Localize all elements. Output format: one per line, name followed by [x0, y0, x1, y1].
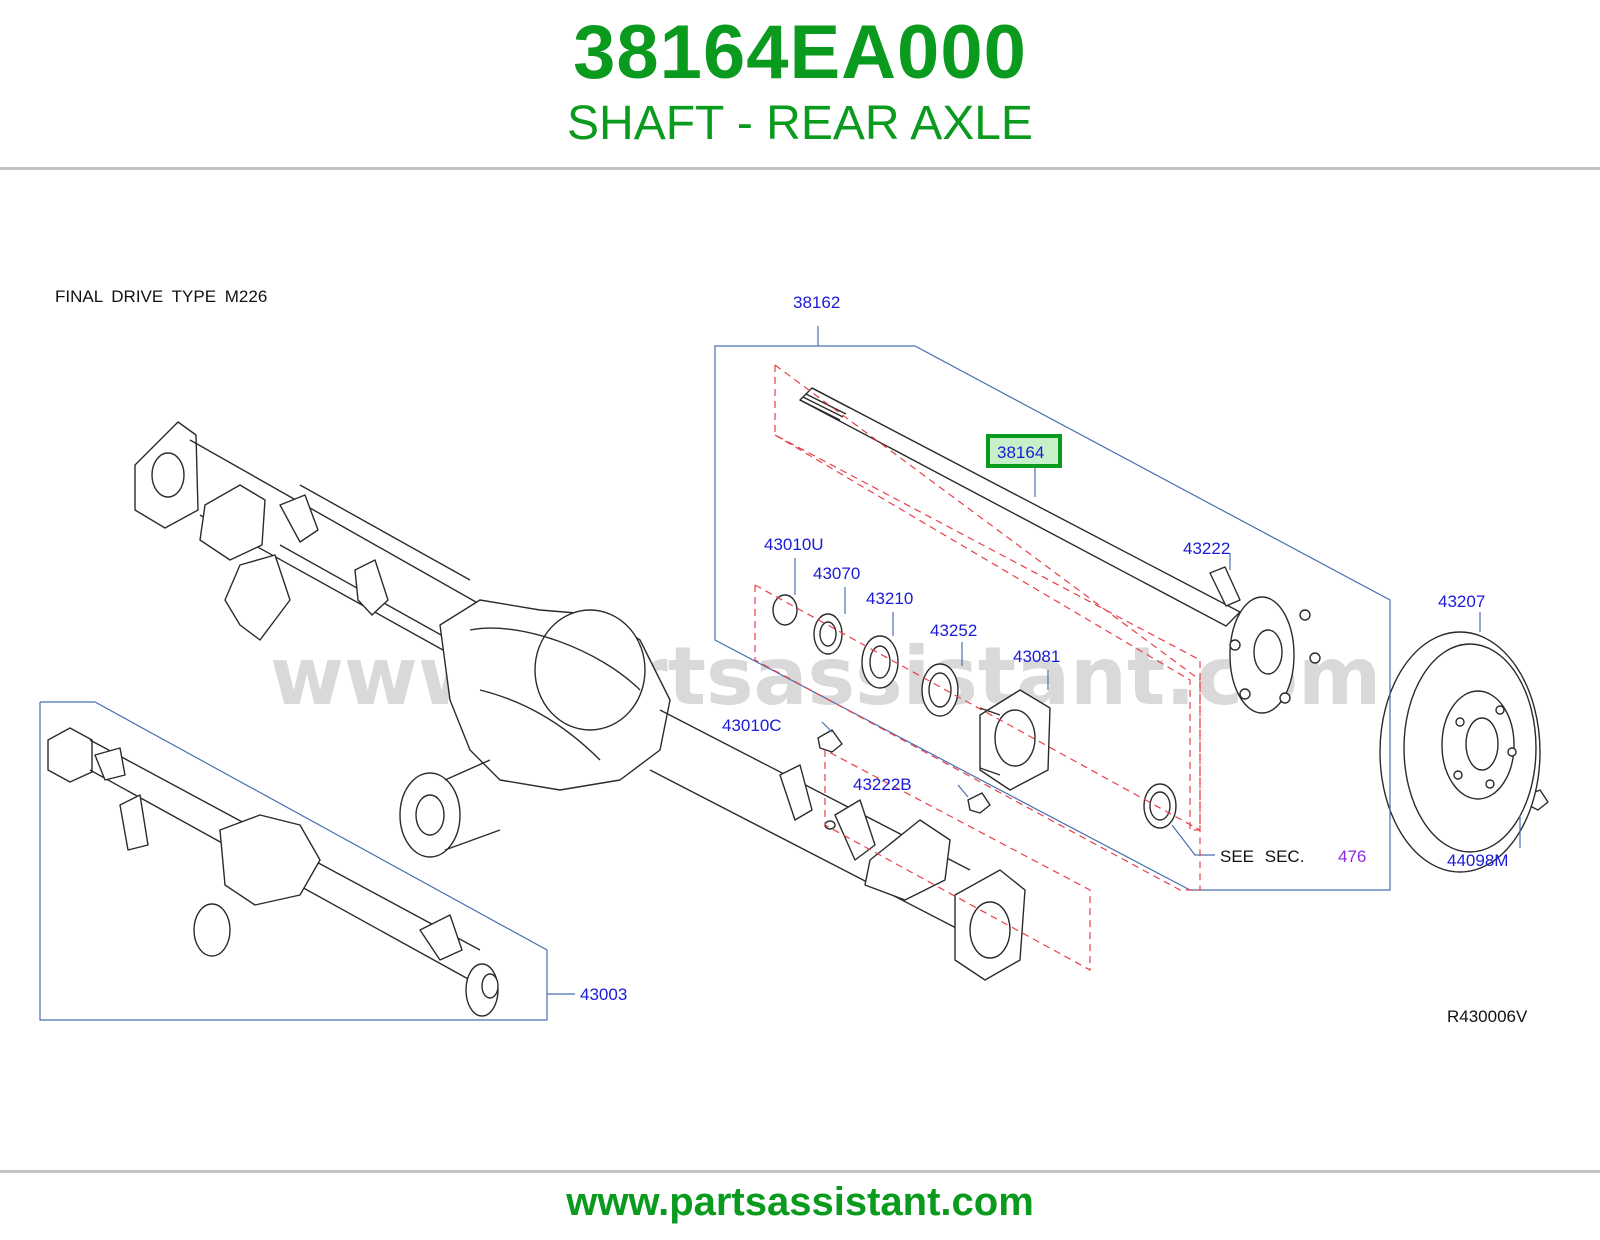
- bolt-43010c: [817, 729, 843, 753]
- callout-44098m[interactable]: 44098M: [1447, 851, 1508, 870]
- see-section-text: SEE SEC.: [1220, 847, 1304, 866]
- part-number-title: 38164EA000: [573, 10, 1027, 95]
- callout-43222[interactable]: 43222: [1183, 539, 1230, 558]
- ring-43010u: [772, 594, 798, 626]
- callout-43210[interactable]: 43210: [866, 589, 913, 608]
- axle-shaft-drawing: [799, 387, 1321, 714]
- callout-43081[interactable]: 43081: [1013, 647, 1060, 666]
- callout-38164[interactable]: 38164: [997, 443, 1044, 462]
- parts-diagram: www.partsassistant.com FINAL DRIVE TYPE …: [0, 270, 1600, 1060]
- bottom-divider: [0, 1170, 1600, 1173]
- callout-43010c[interactable]: 43010C: [722, 716, 782, 735]
- reference-code: R430006V: [1447, 1007, 1528, 1026]
- callout-43222b[interactable]: 43222B: [853, 775, 912, 794]
- parts-diagram-svg: www.partsassistant.com FINAL DRIVE TYPE …: [39, 287, 1549, 1026]
- callout-43010u[interactable]: 43010U: [764, 535, 824, 554]
- highlight-box-38164: [986, 434, 1062, 468]
- brake-rotor-drawing: [1379, 631, 1541, 873]
- callout-43207[interactable]: 43207: [1438, 592, 1485, 611]
- page-header: 38164EA000 SHAFT - REAR AXLE: [0, 0, 1600, 168]
- see-section-link[interactable]: 476: [1338, 847, 1366, 866]
- callout-43003[interactable]: 43003: [580, 985, 627, 1004]
- top-divider: [0, 167, 1600, 170]
- group-bracket-38162: [714, 326, 1391, 891]
- callout-43070[interactable]: 43070: [813, 564, 860, 583]
- final-drive-note: FINAL DRIVE TYPE M226: [55, 287, 267, 306]
- part-name-subtitle: SHAFT - REAR AXLE: [567, 97, 1033, 150]
- callout-43252[interactable]: 43252: [930, 621, 977, 640]
- axle-housing-drawing: [134, 421, 1026, 981]
- footer-url[interactable]: www.partsassistant.com: [566, 1180, 1034, 1224]
- callout-38162[interactable]: 38162: [793, 293, 840, 312]
- nut-43222b: [967, 792, 991, 814]
- axle-assembly-inset-drawing: [47, 727, 499, 1017]
